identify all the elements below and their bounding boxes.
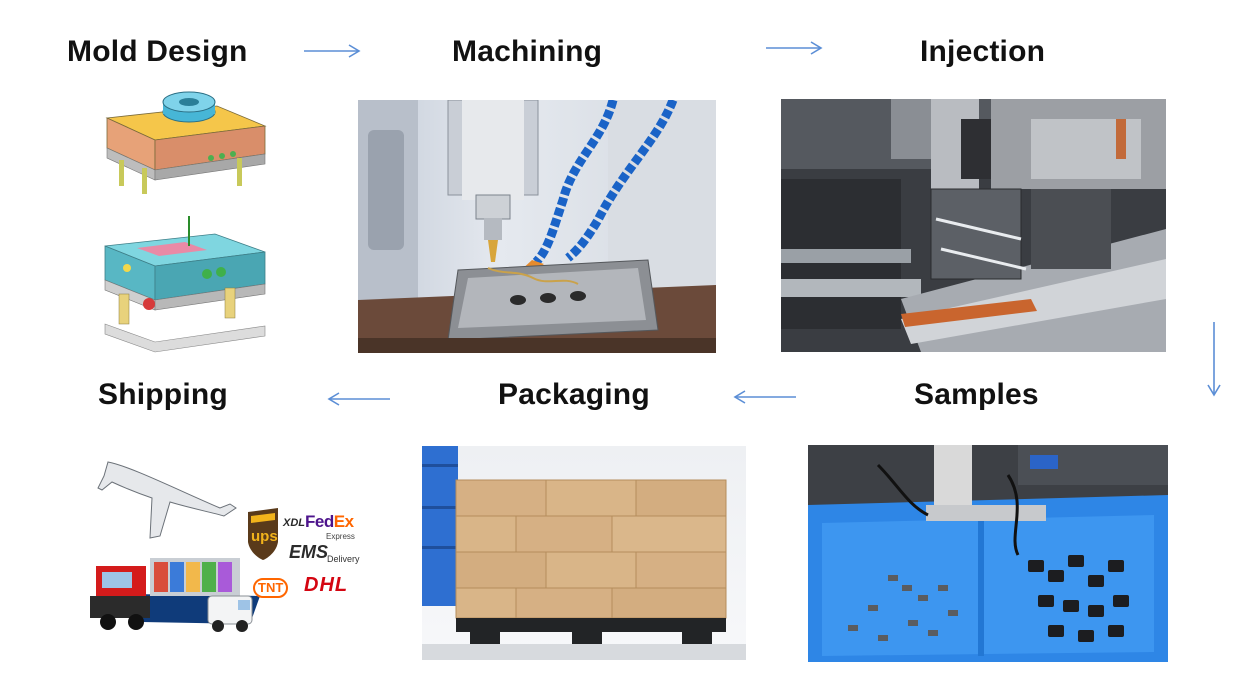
mold-design-image	[97, 88, 273, 354]
arrow-left-icon	[733, 390, 796, 404]
fedex-ex-text: Ex	[333, 512, 354, 531]
injection-image	[781, 99, 1166, 352]
xdl-logo: XDL	[283, 517, 305, 529]
arrow-right-icon	[766, 41, 823, 55]
fedex-logo: FedEx	[305, 512, 354, 532]
machining-image	[358, 100, 716, 353]
step-label-mold-design: Mold Design	[67, 35, 248, 68]
step-label-packaging: Packaging	[498, 378, 650, 411]
step-label-injection: Injection	[920, 35, 1046, 68]
step-label-machining: Machining	[452, 35, 603, 68]
ems-logo: EMS	[289, 542, 329, 562]
dhl-logo: DHL	[304, 574, 349, 596]
step-label-samples: Samples	[914, 378, 1039, 411]
arrow-right-icon	[304, 44, 361, 58]
arrow-down-icon	[1207, 322, 1221, 397]
shipping-image: ups XDL FedEx Express EMS Delivery TNT D…	[90, 446, 370, 638]
packaging-image	[422, 446, 746, 660]
fedex-fed-text: Fed	[305, 512, 334, 531]
arrow-left-icon	[327, 392, 390, 406]
ems-delivery-text: Delivery	[327, 554, 360, 564]
tnt-logo: TNT	[253, 578, 289, 598]
ups-logo: ups	[251, 528, 278, 545]
samples-image	[808, 445, 1168, 662]
fedex-express-text: Express	[326, 532, 355, 541]
step-label-shipping: Shipping	[98, 378, 228, 411]
